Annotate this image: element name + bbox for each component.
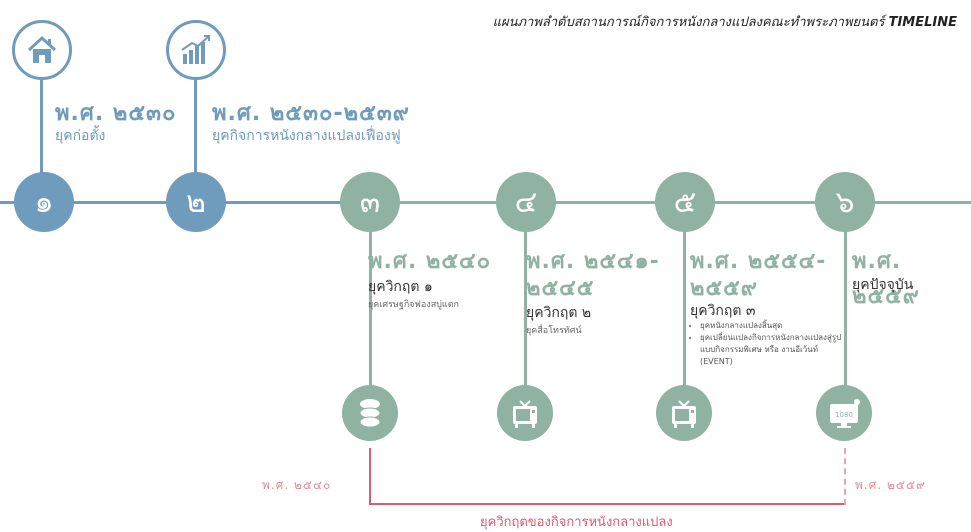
era-4-node: ๔ — [496, 172, 556, 232]
era-6-connector — [844, 232, 847, 390]
diagram-title: แผนภาพลำดับสถานการณ์กิจการหนังกลางแปลงคณ… — [493, 11, 957, 32]
crisis-bracket-left — [369, 448, 371, 504]
era-1-icon-circle — [12, 20, 72, 80]
era-4-name: ยุควิกฤต ๒ — [526, 305, 592, 321]
era-4-year-line1: พ.ศ. ๒๕๔๑- — [526, 249, 660, 274]
tv-icon — [672, 400, 696, 428]
era-4-year-line2: ๒๕๔๕ — [526, 276, 595, 301]
growth-chart-icon — [181, 35, 210, 64]
era-1-connector — [40, 70, 43, 202]
era-5-bullet: ยุคหนังกลางแปลงสิ้นสุด — [700, 320, 850, 332]
era-5-node: ๕ — [655, 172, 715, 232]
era-2-year: พ.ศ. ๒๕๓๐-๒๕๓๙ — [212, 101, 410, 126]
era-1-year: พ.ศ. ๒๕๓๐ — [55, 101, 177, 126]
crisis-start-year: พ.ศ. ๒๕๔๐ — [262, 478, 332, 492]
era-2-node: ๒ — [166, 172, 226, 232]
era-2-name: ยุคกิจการหนังกลางแปลงเฟื่องฟู — [212, 128, 401, 144]
era-3-node: ๓ — [340, 172, 400, 232]
house-icon — [27, 35, 57, 63]
era-5-bullets: ยุคหนังกลางแปลงสิ้นสุด ยุคเปลี่ยนแปลงกิจ… — [690, 320, 850, 368]
coins-icon — [359, 399, 381, 428]
era-1-node: ๑ — [14, 172, 74, 232]
era-6-icon-circle: 1080 — [816, 385, 872, 441]
hd-tv-icon: 1080 — [830, 399, 860, 428]
hd-tv-label: 1080 — [835, 411, 853, 419]
era-2-icon-circle — [166, 20, 226, 80]
era-4-connector — [524, 232, 527, 390]
era-6-year: พ.ศ. ๒๕๕๙ — [852, 249, 920, 309]
era-5-bullet: ยุคเปลี่ยนแปลงกิจการหนังกลางแปลงสู่รูปแบ… — [700, 332, 850, 368]
era-3-sub: ยุคเศรษฐกิจฟองสบู่แตก — [368, 300, 460, 310]
era-5-year-line1: พ.ศ. ๒๕๕๔- — [690, 249, 827, 274]
diagram-title-suffix: TIMELINE — [888, 15, 957, 30]
era-2-connector — [194, 70, 197, 202]
crisis-end-year: พ.ศ. ๒๕๕๙ — [855, 478, 926, 492]
tv-icon — [513, 400, 537, 428]
era-4-sub: ยุคสื่อโทรทัศน์ — [526, 326, 582, 336]
era-5-icon-circle — [656, 385, 712, 441]
era-6-name: ยุคปัจจุบัน — [852, 277, 914, 293]
era-4-icon-circle — [497, 385, 553, 441]
era-5-connector — [683, 232, 686, 390]
era-3-connector — [369, 232, 372, 390]
era-3-icon-circle — [342, 385, 398, 441]
era-3-name: ยุควิกฤต ๑ — [368, 279, 433, 295]
crisis-bracket-right — [844, 448, 846, 505]
diagram-title-main: แผนภาพลำดับสถานการณ์กิจการหนังกลางแปลงคณ… — [492, 15, 885, 30]
crisis-label: ยุควิกฤตของกิจการหนังกลางแปลง — [480, 515, 673, 530]
crisis-bracket-bottom — [369, 503, 846, 505]
era-6-node: ๖ — [815, 172, 875, 232]
era-5-year-line2: ๒๕๕๙ — [690, 276, 758, 301]
era-1-name: ยุคก่อตั้ง — [55, 128, 106, 144]
era-3-year: พ.ศ. ๒๕๔๐ — [368, 249, 492, 274]
era-5-name: ยุควิกฤต ๓ — [690, 303, 756, 319]
